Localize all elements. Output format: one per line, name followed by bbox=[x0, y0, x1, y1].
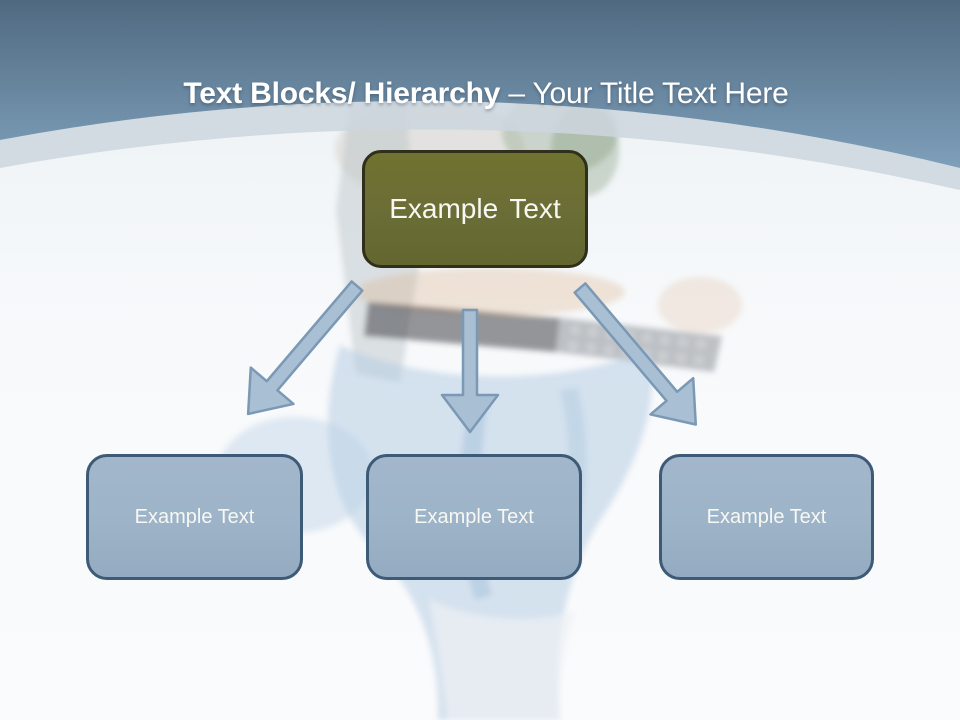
child-text-block-1[interactable]: Example Text bbox=[86, 454, 303, 580]
text-block-label: Example Text bbox=[414, 505, 534, 528]
arrow-down-left-icon bbox=[246, 280, 364, 416]
title-regular-segment: – Your Title Text Here bbox=[500, 77, 789, 111]
child-text-block-3[interactable]: Example Text bbox=[659, 454, 874, 580]
arrow-down-right-icon bbox=[573, 282, 698, 426]
text-block-label: Example Text bbox=[389, 193, 561, 224]
child-text-block-2[interactable]: Example Text bbox=[366, 454, 582, 580]
text-block-label: Example Text bbox=[134, 505, 255, 528]
root-text-block[interactable]: Example Text bbox=[362, 150, 588, 268]
header-background bbox=[0, 0, 960, 168]
figure-pant-leg bbox=[430, 600, 576, 720]
arrow-down-icon bbox=[440, 308, 500, 434]
text-block-label: Example Text bbox=[706, 505, 827, 528]
figure-midriff bbox=[355, 268, 625, 316]
title-bold-segment: Text Blocks/ Hierarchy bbox=[183, 77, 501, 111]
page-title: Text Blocks/ Hierarchy – Your Title Text… bbox=[6, 77, 960, 111]
header-curve-band bbox=[0, 101, 960, 190]
